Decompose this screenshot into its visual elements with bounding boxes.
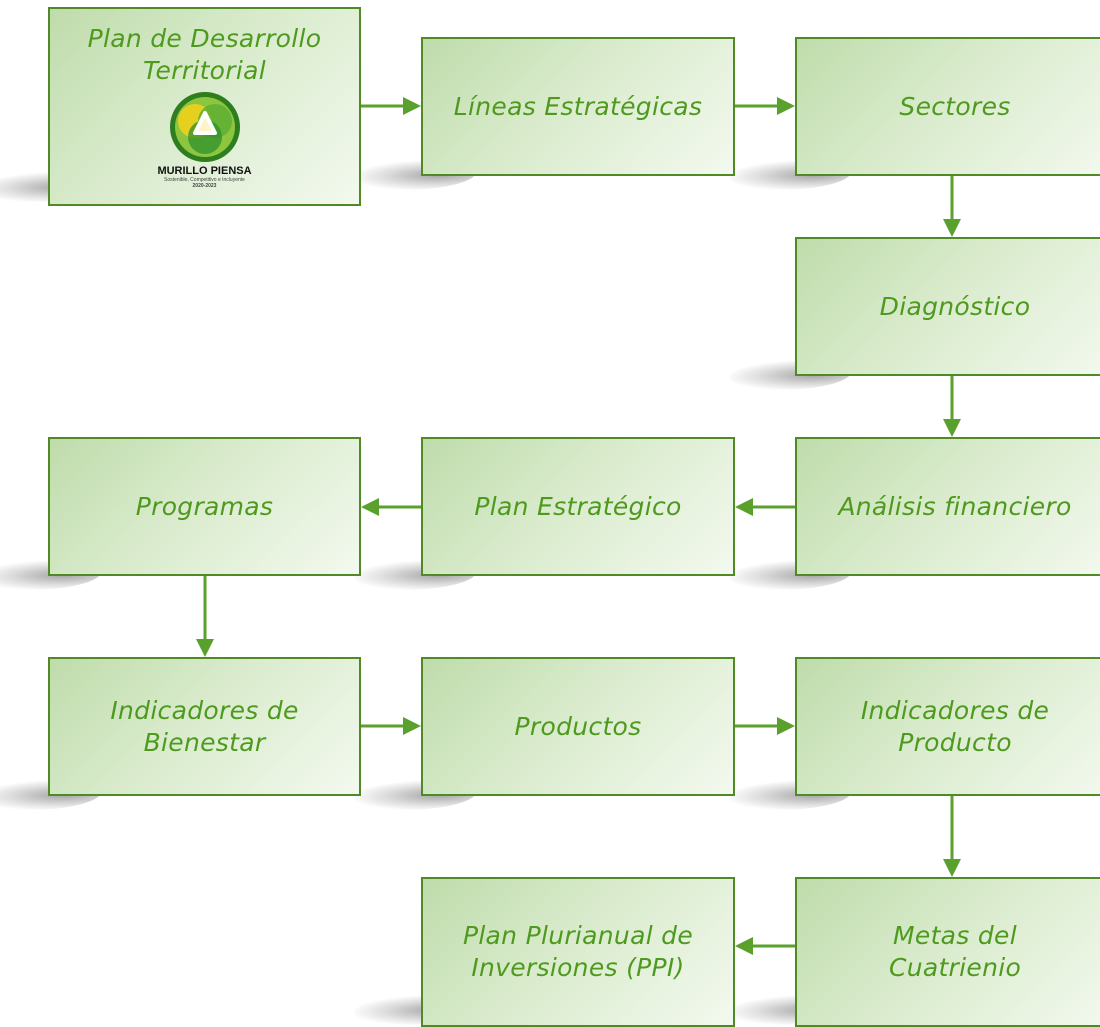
node-label: Sectores [899,91,1011,121]
node-analisis-financiero: Análisis financiero [795,437,1100,576]
arrow-down [943,176,961,237]
arrow-left [735,498,795,516]
arrow-right [735,717,795,735]
logo-years: 2020-2023 [192,183,217,189]
arrow-left [735,937,795,955]
node-label: Diagnóstico [879,291,1031,321]
node-label: Metas del Cuatrienio [888,921,1022,982]
node-plan-desarrollo-territorial: Plan de Desarrollo Territorial MURILLO P… [48,7,361,206]
arrow-down [943,796,961,877]
node-plan-estrategico: Plan Estratégico [421,437,735,576]
node-label: Indicadores de Producto [860,695,1050,757]
node-indicadores-bienestar: Indicadores de Bienestar [48,657,361,796]
arrow-right [735,97,795,115]
node-productos: Productos [421,657,735,796]
node-label: Programas [135,491,274,521]
node-label: Indicadores de Bienestar [110,695,299,757]
logo-circles-icon [169,92,240,162]
murillo-piensa-logo: MURILLO PIENSA Sostenible, Competitivo e… [157,91,252,189]
logo-subtitle: Sostenible, Competitivo e Incluyente [164,177,245,183]
node-programas: Programas [48,437,361,576]
node-sectores: Sectores [795,37,1100,176]
node-diagnostico: Diagnóstico [795,237,1100,376]
arrow-right [361,97,421,115]
node-label: Plan de Desarrollo Territorial [87,24,322,85]
node-label: Líneas Estratégicas [453,91,703,121]
arrow-down [943,376,961,437]
arrow-left [361,498,421,516]
node-metas-cuatrienio: Metas del Cuatrienio [795,877,1100,1027]
node-label: Productos [514,711,642,741]
node-label: Plan Estratégico [474,491,682,521]
node-label: Análisis financiero [838,491,1072,521]
arrow-right [361,717,421,735]
node-lineas-estrategicas: Líneas Estratégicas [421,37,735,176]
node-indicadores-producto: Indicadores de Producto [795,657,1100,796]
logo-title: MURILLO PIENSA [157,165,252,177]
arrow-down [196,576,214,657]
node-label: Plan Plurianual de Inversiones (PPI) [462,921,694,982]
